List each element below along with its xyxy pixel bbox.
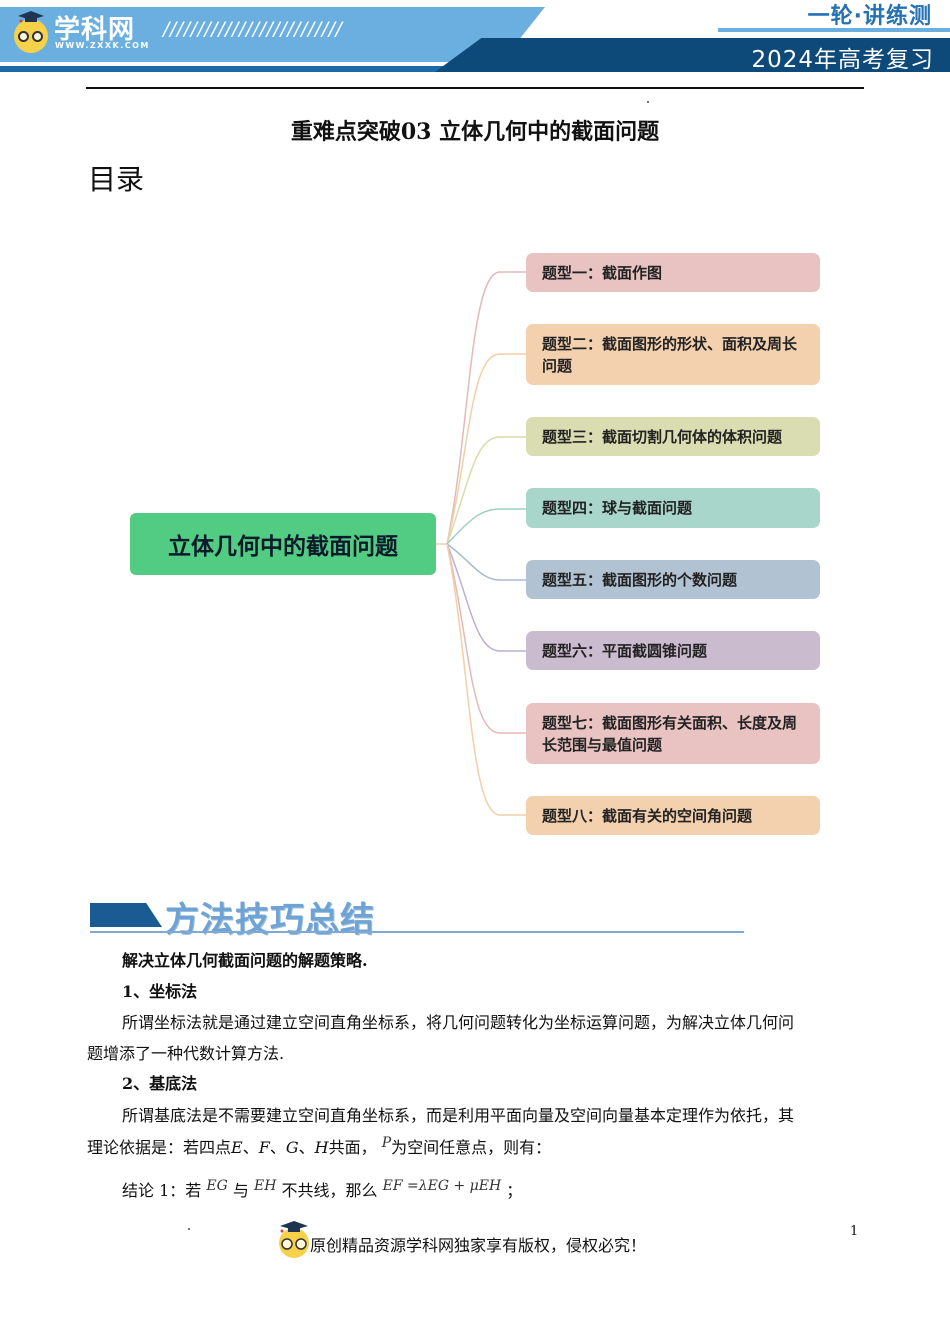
node-label: 题型一：截面作图 [542,263,663,282]
conclusion-1: 结论 1：若 EG 与 EH 不共线，那么 EF =λEG + μEH ； [122,1178,523,1203]
document-title: 重难点突破03 立体几何中的截面问题 [290,119,660,145]
vector-formula: EF =λEG + μEH [382,1178,502,1194]
glasses-right-icon [32,31,43,42]
graduation-cap-icon [280,1221,308,1233]
mind-map: 立体几何中的截面问题 题型一：截面作图 题型二：截面图形的形状、面积及周长问题 … [130,253,820,835]
node-label: 题型八：截面有关的空间角问题 [542,806,753,825]
math-point-E: E [231,1138,243,1157]
copyright-notice: 原创精品资源学科网独家享有版权，侵权必究！ [310,1236,647,1255]
text-fragment: ； [506,1181,523,1200]
node-label: 题型六：平面截圆锥问题 [542,641,708,660]
logo-url: WWW.ZXXK.COM [55,41,150,50]
page-header-banner: 学科网 WWW.ZXXK.COM ///////////////////////… [0,0,950,75]
section-marker-block [90,903,162,927]
mind-map-node-5: 题型五：截面图形的个数问题 [526,560,820,599]
math-point-F: F [258,1138,270,1157]
separator: 、 [298,1138,315,1157]
section-underline [90,931,744,933]
node-label: 题型三：截面切割几何体的体积问题 [542,427,783,446]
method-2-title: 2、基底法 [122,1074,198,1093]
logo-name: 学科网 [54,15,136,45]
header-slash-decoration: ////////////////////////// [163,18,343,40]
method-1-text-line-2: 题增添了一种代数计算方法. [87,1044,285,1063]
text-fragment: 不共线，那么 [281,1181,378,1200]
node-label: 题型五：截面图形的个数问题 [542,570,738,589]
mind-map-node-2: 题型二：截面图形的形状、面积及周长问题 [526,324,820,385]
text-fragment: 共面， [328,1138,377,1157]
section-title: 方法技巧总结 [165,900,375,940]
glasses-left-icon [18,31,29,42]
mind-map-node-7: 题型七：截面图形有关面积、长度及周长范围与最值问题 [526,703,820,764]
separator: 、 [269,1138,286,1157]
header-white-strip [0,62,440,67]
math-point-P: P [381,1135,392,1151]
node-label: 题型七：截面图形有关面积、长度及周长范围与最值问题 [542,713,798,754]
series-label: 一轮·讲练测 [807,4,932,29]
text-fragment: 与 [232,1181,249,1200]
stray-mark [647,101,649,103]
method-1-title: 1、坐标法 [122,982,198,1001]
toc-heading: 目录 [88,163,145,196]
mind-map-node-1: 题型一：截面作图 [526,253,820,292]
vector-EH: EH [253,1178,277,1194]
header-right-line [718,28,950,32]
mind-map-central-node: 立体几何中的截面问题 [130,513,436,575]
stray-mark [188,1228,190,1230]
method-1-text-line-1: 所谓坐标法就是通过建立空间直角坐标系，将几何问题转化为坐标运算问题，为解决立体几… [122,1013,795,1032]
node-label: 题型二：截面图形的形状、面积及周长问题 [542,334,798,375]
graduation-cap-icon [18,11,44,23]
mind-map-node-3: 题型三：截面切割几何体的体积问题 [526,417,820,456]
separator: 、 [242,1138,259,1157]
text-fragment: 理论依据是：若四点 [87,1138,232,1157]
method-2-text-line-1: 所谓基底法是不需要建立空间直角坐标系，而是利用平面向量及空间向量基本定理作为依托… [122,1106,795,1125]
glasses-icon [281,1238,307,1250]
node-label: 题型四：球与截面问题 [542,499,693,517]
method-2-text-line-2: 理论依据是：若四点E、F、G、H共面， P为空间任意点，则有： [87,1135,552,1160]
strategy-intro: 解决立体几何截面问题的解题策略. [122,951,368,970]
header-rule [86,87,864,89]
mind-map-node-4: 题型四：球与截面问题 [526,488,820,528]
page-footer: 原创精品资源学科网独家享有版权，侵权必究！ 1 [0,1221,950,1262]
zxxk-logo: 学科网 WWW.ZXXK.COM [14,11,164,55]
text-fragment: 为空间任意点，则有： [391,1138,552,1157]
mind-map-connectors [436,271,526,816]
year-label: 2024年高考复习 [751,47,934,73]
central-node-label: 立体几何中的截面问题 [168,534,398,560]
header-blue-line [0,66,520,72]
page-number: 1 [850,1224,859,1239]
math-point-G: G [285,1138,299,1157]
math-point-H: H [314,1138,329,1157]
vector-EG: EG [206,1178,228,1194]
mind-map-node-8: 题型八：截面有关的空间角问题 [526,796,820,835]
mind-map-node-6: 题型六：平面截圆锥问题 [526,631,820,670]
header-light-band [0,7,545,62]
header-dark-band [435,38,950,72]
text-fragment: 结论 1：若 [122,1181,202,1200]
